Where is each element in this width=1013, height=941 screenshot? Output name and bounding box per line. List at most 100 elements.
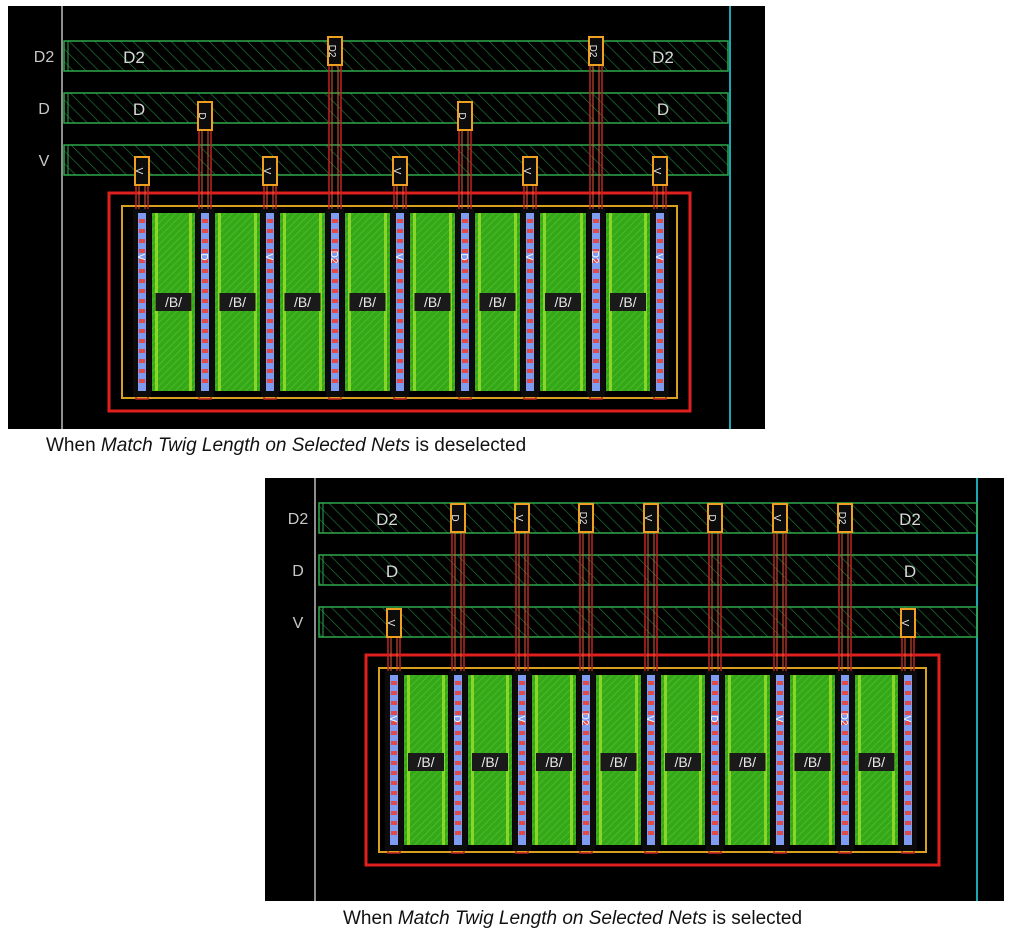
via-cut — [267, 229, 273, 233]
via-cut — [842, 681, 848, 685]
via-cut — [332, 229, 338, 233]
via-cut — [593, 269, 599, 273]
gate-label-bg — [729, 753, 766, 771]
via-cut — [332, 219, 338, 223]
via-cut — [842, 781, 848, 785]
via-cut — [527, 259, 533, 263]
via-cut — [391, 831, 397, 835]
via-cut — [202, 239, 208, 243]
finger-metal — [454, 675, 462, 845]
via-cut — [527, 319, 533, 323]
via-cut — [905, 731, 911, 735]
pin-tag-label: D2 — [587, 45, 598, 58]
via-cut — [905, 791, 911, 795]
via-cut — [455, 691, 461, 695]
via-cut — [593, 369, 599, 373]
via-cut — [462, 359, 468, 363]
pin-tag-label: D — [449, 514, 460, 521]
via-cut — [583, 711, 589, 715]
via-cut — [777, 791, 783, 795]
finger-net-label: D2 — [589, 251, 600, 264]
finger-net-label: V — [901, 716, 912, 723]
via-cut — [842, 771, 848, 775]
via-cut — [202, 319, 208, 323]
via-cut — [712, 741, 718, 745]
finger-metal — [711, 675, 719, 845]
via-cut — [139, 269, 145, 273]
via-cut — [202, 229, 208, 233]
via-cut — [455, 821, 461, 825]
via-cut — [527, 339, 533, 343]
via-cut — [462, 299, 468, 303]
via-cut — [657, 329, 663, 333]
via-cut — [139, 359, 145, 363]
via-cut — [139, 299, 145, 303]
finger-metal — [518, 675, 526, 845]
via-cut — [202, 329, 208, 333]
via-cut — [648, 771, 654, 775]
pin-tag-label: D2 — [326, 45, 337, 58]
pin-tag — [837, 503, 853, 533]
via-cut — [905, 821, 911, 825]
finger-net-label: V — [387, 716, 398, 723]
via-cut — [267, 299, 273, 303]
via-cut — [267, 289, 273, 293]
via-cut — [712, 831, 718, 835]
via-cut — [267, 219, 273, 223]
via-cut — [657, 299, 663, 303]
via-cut — [527, 299, 533, 303]
finger-net-label: V — [773, 716, 784, 723]
poly-edge — [543, 213, 546, 391]
via-cut — [712, 701, 718, 705]
via-cut — [905, 811, 911, 815]
via-cut — [593, 289, 599, 293]
via-cut — [332, 299, 338, 303]
pin-tag — [457, 101, 473, 131]
via-cut — [332, 279, 338, 283]
via-cut — [583, 731, 589, 735]
via-cut — [391, 741, 397, 745]
gate-label: /B/ — [359, 294, 376, 310]
via-cut — [777, 741, 783, 745]
via-cut — [397, 299, 403, 303]
via-cut — [139, 249, 145, 253]
pin-tag — [327, 36, 343, 66]
gate-label-bg — [794, 753, 831, 771]
rail-text-d2-left: D2 — [376, 510, 398, 529]
via-cut — [657, 369, 663, 373]
finger-metal — [582, 675, 590, 845]
via-cut — [583, 811, 589, 815]
via-cut — [202, 359, 208, 363]
via-cut — [583, 751, 589, 755]
via-cut — [462, 309, 468, 313]
via-cut — [332, 349, 338, 353]
via-cut — [519, 791, 525, 795]
via-cut — [391, 731, 397, 735]
oxide-boundary — [378, 667, 927, 853]
via-cut — [905, 771, 911, 775]
via-cut — [712, 781, 718, 785]
via-cut — [332, 379, 338, 383]
via-cut — [657, 339, 663, 343]
via-cut — [777, 761, 783, 765]
twig-inner — [711, 517, 719, 676]
via-cut — [397, 229, 403, 233]
gate-label-bg — [155, 293, 192, 311]
device-boundary — [364, 653, 941, 867]
via-cut — [777, 691, 783, 695]
via-cut — [519, 751, 525, 755]
pin-tag-label: D — [706, 514, 717, 521]
via-cut — [583, 761, 589, 765]
via-cut — [527, 309, 533, 313]
finger-net-label: V — [393, 254, 404, 261]
via-cut — [842, 761, 848, 765]
via-cut — [648, 751, 654, 755]
rail-label-d: D — [292, 563, 304, 580]
via-cut — [905, 751, 911, 755]
gate-label: /B/ — [674, 754, 691, 770]
via-cut — [648, 831, 654, 835]
finger-metal — [647, 675, 655, 845]
via-cut — [455, 801, 461, 805]
finger-net-label: V — [263, 254, 274, 261]
